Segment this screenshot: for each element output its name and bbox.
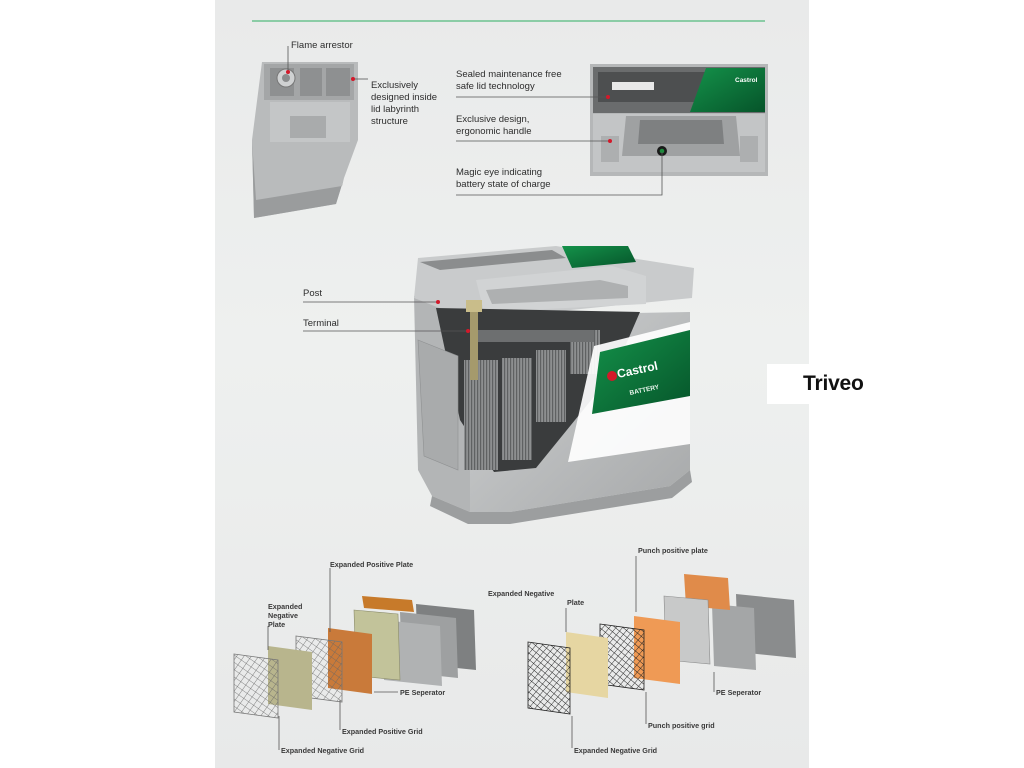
right-plates-exploded-view <box>527 574 796 715</box>
triveo-watermark: Triveo <box>767 364 873 404</box>
label-left-pe-separator: PE Seperator <box>400 688 446 697</box>
label-post: Post <box>303 288 323 299</box>
label-terminal: Terminal <box>303 318 339 329</box>
label-sealed-line-2: safe lid technology <box>456 81 535 92</box>
label-handle-line-2: ergonomic handle <box>456 126 532 137</box>
label-left-negative-plate-line-1: Expanded <box>268 602 303 611</box>
label-right-negative-plate-line-1: Expanded Negative <box>488 589 555 598</box>
label-labyrinth-line-2: designed inside <box>371 92 438 103</box>
label-right-pe-separator: PE Seperator <box>716 688 762 697</box>
lid-handle-illustration: Castrol <box>590 64 768 176</box>
label-right-negative-plate-line-2: Plate <box>567 598 585 607</box>
triveo-wordmark: Triveo <box>803 372 864 395</box>
label-sealed-line-1: Sealed maintenance free <box>456 69 562 80</box>
svg-text:Castrol: Castrol <box>735 77 758 84</box>
label-left-expanded-positive-plate: Expanded Positive Plate <box>330 560 414 569</box>
label-left-negative-plate-line-3: Plate <box>268 620 286 629</box>
label-right-expanded-negative-grid: Expanded Negative Grid <box>574 746 658 755</box>
label-labyrinth-line-4: structure <box>371 116 408 127</box>
left-plates-exploded-view <box>233 596 476 719</box>
label-left-expanded-positive-grid: Expanded Positive Grid <box>342 727 423 736</box>
label-right-punch-positive-grid: Punch positive grid <box>648 721 715 730</box>
lid-underside-illustration <box>252 62 358 218</box>
battery-cutaway-illustration: Castrol BATTERY <box>414 246 694 524</box>
label-magic-eye-line-1: Magic eye indicating <box>456 167 543 178</box>
label-labyrinth-line-1: Exclusively <box>371 80 418 91</box>
label-flame-arrestor: Flame arrestor <box>291 40 353 51</box>
label-labyrinth-line-3: lid labyrinth <box>371 104 420 115</box>
label-handle-line-1: Exclusive design, <box>456 114 530 125</box>
label-right-punch-positive-plate: Punch positive plate <box>638 546 708 555</box>
label-magic-eye-line-2: battery state of charge <box>456 179 551 190</box>
label-left-negative-plate-line-2: Negative <box>268 611 298 620</box>
label-left-expanded-negative-grid: Expanded Negative Grid <box>281 746 365 755</box>
